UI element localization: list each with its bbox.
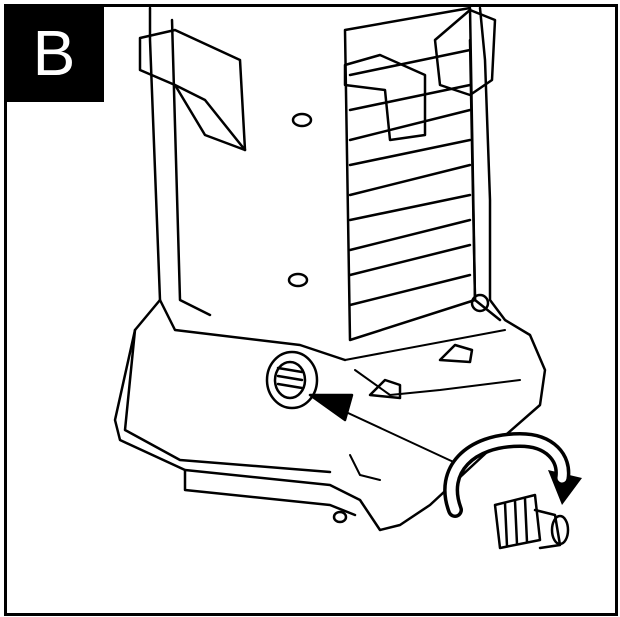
insert-direction-arrow — [308, 393, 461, 466]
rotate-clockwise-arrow — [443, 432, 582, 518]
side-screw-icon — [470, 293, 490, 313]
accessory-holder-right — [343, 8, 497, 142]
screw-hole-icon — [332, 510, 348, 524]
screw-hole-icon — [291, 112, 313, 128]
accessory-holder-left — [138, 28, 247, 152]
step-label-badge: B — [4, 4, 104, 102]
hose-coupling — [493, 493, 570, 550]
foot-pad — [438, 343, 474, 364]
screw-hole-icon — [287, 272, 309, 288]
vent-grille — [343, 6, 477, 342]
foot-pad — [368, 378, 402, 400]
water-inlet — [265, 350, 319, 410]
